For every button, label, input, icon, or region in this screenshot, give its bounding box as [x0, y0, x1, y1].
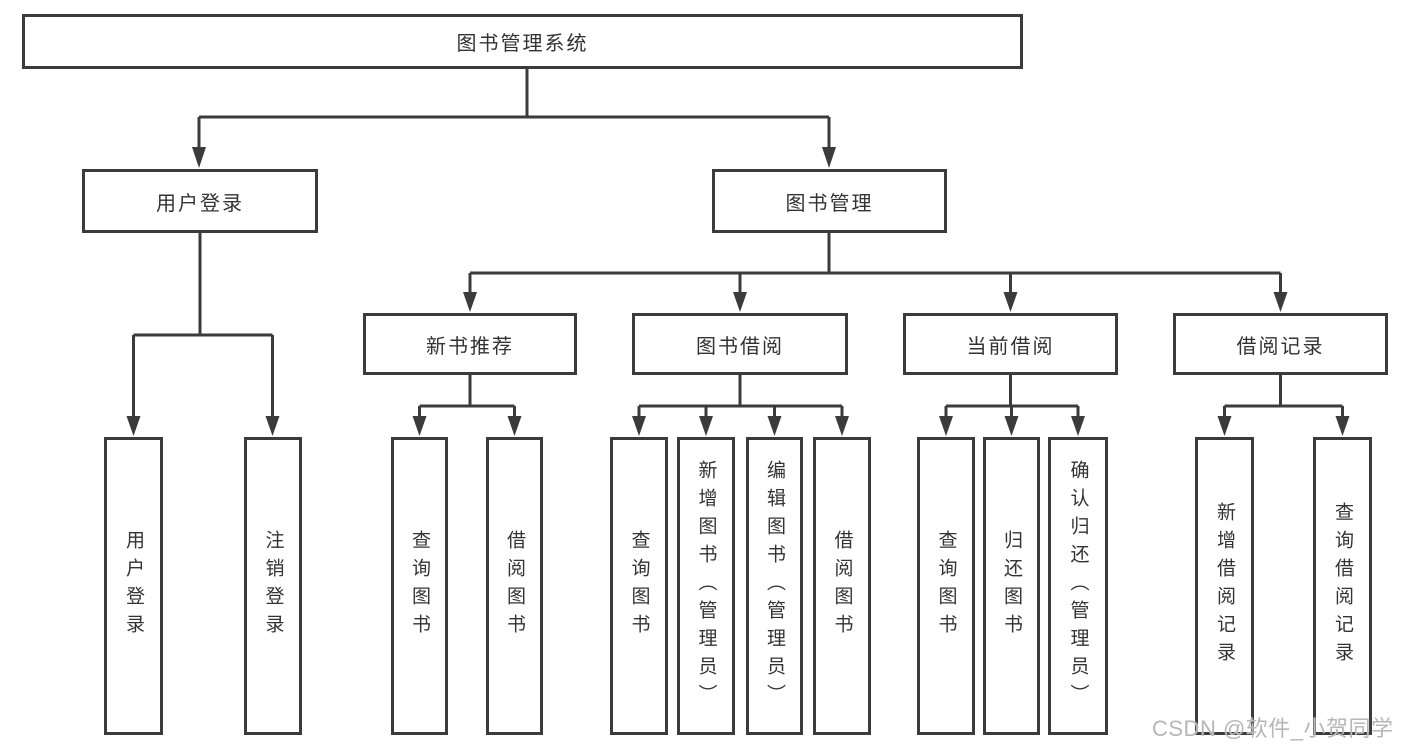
- connector-current-borrow: [944, 375, 1080, 418]
- arrow-down-icon: [412, 416, 427, 436]
- arrow-down-icon: [835, 416, 849, 436]
- arrow-down-icon: [1335, 416, 1350, 436]
- leaf-query-books-2: 查询图书: [610, 437, 668, 735]
- leaf-user-login: 用户登录: [104, 437, 163, 735]
- node-root-system: 图书管理系统: [22, 14, 1023, 69]
- leaf-label: 查询图书: [628, 530, 650, 642]
- leaf-label: 查询借阅记录: [1332, 502, 1353, 670]
- arrow-down-icon: [1003, 292, 1018, 312]
- arrow-down-icon: [767, 416, 782, 436]
- leaf-borrow-books-1: 借阅图书: [486, 437, 543, 735]
- leaf-label: 确认归还（管理员）: [1067, 460, 1089, 712]
- arrow-down-icon: [126, 416, 141, 436]
- node-book-management: 图书管理: [712, 169, 947, 233]
- leaf-add-borrow-record: 新增借阅记录: [1195, 437, 1254, 735]
- leaf-confirm-return-admin: 确认归还（管理员）: [1048, 437, 1108, 735]
- node-current-borrow: 当前借阅: [903, 313, 1118, 375]
- connector-user-login: [132, 233, 274, 418]
- node-borrow-record: 借阅记录: [1173, 313, 1388, 375]
- arrow-down-icon: [822, 147, 836, 168]
- connector-book-borrow: [637, 375, 844, 418]
- leaf-query-borrow-record: 查询借阅记录: [1313, 437, 1372, 735]
- leaf-label: 查询图书: [935, 530, 957, 642]
- arrow-down-icon: [463, 292, 477, 312]
- connector-book-management: [468, 233, 1282, 295]
- leaf-label: 编辑图书（管理员）: [764, 460, 785, 712]
- arrow-down-icon: [699, 416, 713, 436]
- leaf-label: 新增借阅记录: [1214, 502, 1235, 670]
- node-book-borrow: 图书借阅: [632, 313, 848, 375]
- leaf-return-books: 归还图书: [983, 437, 1040, 735]
- leaf-borrow-books-2: 借阅图书: [813, 437, 871, 735]
- leaf-query-books-1: 查询图书: [391, 437, 448, 735]
- arrow-down-icon: [1004, 416, 1019, 436]
- leaf-logout: 注销登录: [244, 437, 302, 735]
- arrow-down-icon: [632, 416, 646, 436]
- leaf-label: 归还图书: [1001, 530, 1022, 642]
- leaf-label: 用户登录: [123, 530, 144, 642]
- leaf-add-books-admin: 新增图书（管理员）: [677, 437, 735, 735]
- leaf-label: 借阅图书: [831, 530, 853, 642]
- connector-new-book: [418, 375, 516, 418]
- connector-borrow-record: [1223, 375, 1344, 418]
- arrow-down-icon: [507, 416, 522, 436]
- connector-root: [197, 69, 831, 150]
- leaf-query-books-3: 查询图书: [917, 437, 975, 735]
- arrowheads: [126, 147, 1350, 436]
- arrow-down-icon: [1071, 416, 1085, 436]
- leaf-label: 借阅图书: [504, 530, 525, 642]
- arrow-down-icon: [1273, 292, 1288, 312]
- arrow-down-icon: [1217, 416, 1232, 436]
- leaf-label: 查询图书: [409, 530, 430, 642]
- arrow-down-icon: [939, 416, 953, 436]
- leaf-label: 注销登录: [262, 530, 284, 642]
- node-user-login: 用户登录: [82, 169, 318, 233]
- csdn-watermark: CSDN @软件_小贺同学: [1152, 716, 1394, 741]
- node-new-book-recommend: 新书推荐: [363, 313, 577, 375]
- leaf-label: 新增图书（管理员）: [695, 460, 717, 712]
- leaf-edit-books-admin: 编辑图书（管理员）: [746, 437, 803, 735]
- arrow-down-icon: [265, 416, 280, 436]
- arrow-down-icon: [733, 292, 747, 312]
- arrow-down-icon: [192, 147, 206, 168]
